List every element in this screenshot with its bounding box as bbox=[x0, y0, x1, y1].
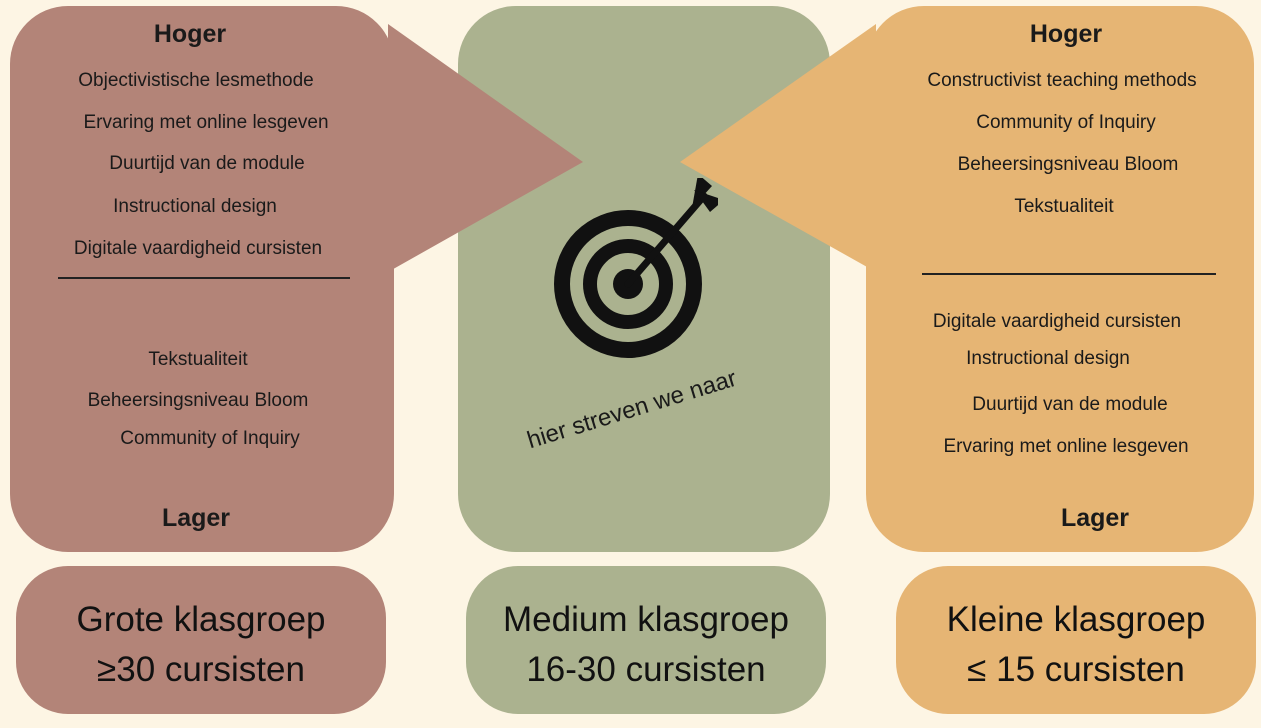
right-speech-pointer bbox=[680, 24, 876, 272]
right-upper-item: Tekstualiteit bbox=[1014, 196, 1114, 217]
center-panel-medium-group bbox=[458, 6, 830, 552]
left-lower-item: Tekstualiteit bbox=[148, 349, 248, 370]
left-heading-higher: Hoger bbox=[153, 20, 227, 48]
left-panel-large-group bbox=[10, 6, 394, 552]
medium-group-box: Medium klasgroep 16-30 cursisten bbox=[466, 566, 826, 714]
large-group-box: Grote klasgroep ≥30 cursisten bbox=[16, 566, 386, 714]
right-heading-lower: Lager bbox=[1060, 504, 1130, 532]
left-speech-pointer bbox=[388, 24, 583, 272]
right-upper-item: Beheersingsniveau Bloom bbox=[957, 154, 1179, 175]
right-divider bbox=[922, 273, 1216, 275]
group-size: ≤ 15 cursisten bbox=[967, 650, 1185, 689]
right-panel-small-group bbox=[866, 6, 1254, 552]
group-name: Medium klasgroep bbox=[503, 600, 789, 639]
left-heading-lower: Lager bbox=[161, 504, 231, 532]
group-size: 16-30 cursisten bbox=[526, 650, 766, 689]
left-upper-item: Duurtijd van de module bbox=[109, 153, 305, 174]
group-name: Grote klasgroep bbox=[76, 600, 326, 639]
left-lower-item: Community of Inquiry bbox=[120, 428, 300, 449]
right-lower-item: Ervaring met online lesgeven bbox=[943, 436, 1189, 457]
right-upper-item: Constructivist teaching methods bbox=[927, 70, 1197, 91]
group-size: ≥30 cursisten bbox=[97, 650, 305, 689]
right-heading-higher: Hoger bbox=[1029, 20, 1103, 48]
left-upper-item: Digitale vaardigheid cursisten bbox=[73, 238, 323, 259]
small-group-box: Kleine klasgroep ≤ 15 cursisten bbox=[896, 566, 1256, 714]
right-upper-item: Community of Inquiry bbox=[976, 112, 1156, 133]
left-upper-item: Instructional design bbox=[113, 196, 277, 217]
left-upper-item: Ervaring met online lesgeven bbox=[83, 112, 329, 133]
right-lower-item: Digitale vaardigheid cursisten bbox=[932, 311, 1182, 332]
left-lower-item: Beheersingsniveau Bloom bbox=[87, 390, 309, 411]
left-upper-item: Objectivistische lesmethode bbox=[78, 70, 314, 91]
right-lower-item: Instructional design bbox=[966, 348, 1130, 369]
group-name: Kleine klasgroep bbox=[946, 600, 1206, 639]
left-divider bbox=[58, 277, 350, 279]
target-icon bbox=[554, 178, 718, 358]
right-lower-item: Duurtijd van de module bbox=[972, 394, 1168, 415]
